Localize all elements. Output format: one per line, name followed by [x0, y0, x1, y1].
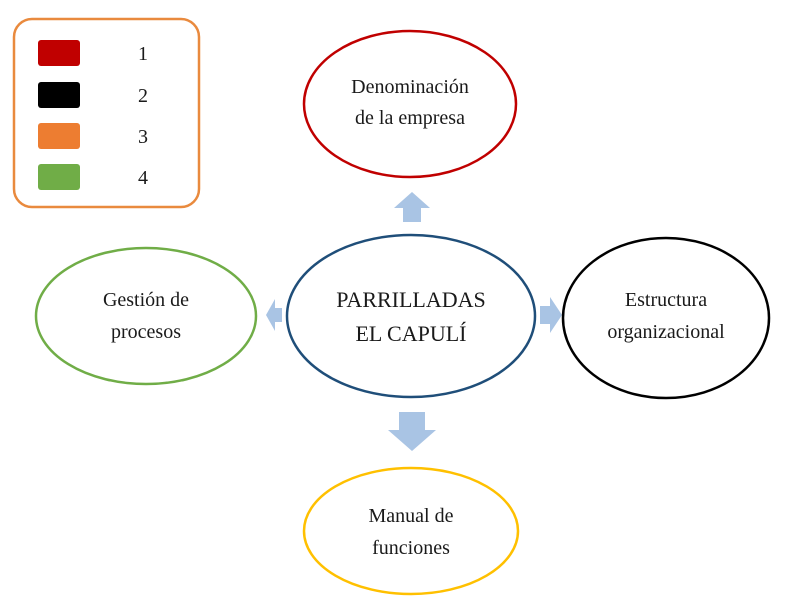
node-center-ellipse — [285, 233, 537, 399]
node-org-structure-line2: organizacional — [607, 321, 725, 343]
node-process-management: Gestión de procesos — [34, 246, 258, 386]
legend-label-1: 1 — [138, 43, 148, 65]
node-org-structure: Estructura organizacional — [561, 236, 771, 400]
node-center-line1: PARRILLADAS — [336, 287, 486, 312]
legend-swatch-3 — [38, 123, 80, 149]
node-company-name: Denominación de la empresa — [302, 29, 518, 179]
legend-label-2: 2 — [138, 85, 148, 107]
node-functions-manual-line2: funciones — [372, 537, 450, 559]
legend-swatch-2 — [38, 82, 80, 108]
node-process-management-ellipse — [34, 246, 258, 386]
legend-label-3: 3 — [138, 126, 148, 148]
node-company-name-ellipse — [302, 29, 518, 179]
connector-arrows — [266, 192, 562, 451]
legend-swatch-1 — [38, 40, 80, 66]
node-process-management-line1: Gestión de — [103, 289, 189, 311]
node-functions-manual: Manual de funciones — [302, 466, 520, 596]
node-company-name-line2: de la empresa — [355, 107, 465, 129]
legend-label-4: 4 — [138, 167, 148, 189]
node-functions-manual-line1: Manual de — [369, 505, 454, 527]
node-company-name-line1: Denominación — [351, 76, 469, 98]
node-functions-manual-ellipse — [302, 466, 520, 596]
node-center: PARRILLADAS EL CAPULÍ — [285, 233, 537, 399]
node-process-management-line2: procesos — [111, 321, 181, 343]
arrow-right — [540, 297, 562, 333]
arrow-left — [266, 299, 282, 331]
node-org-structure-line1: Estructura — [625, 289, 707, 311]
arrow-up — [394, 192, 430, 222]
legend-swatch-4 — [38, 164, 80, 190]
arrow-down — [388, 412, 436, 451]
legend: 1 2 3 4 — [12, 17, 201, 209]
node-org-structure-ellipse — [561, 236, 771, 400]
node-center-line2: EL CAPULÍ — [355, 321, 466, 346]
